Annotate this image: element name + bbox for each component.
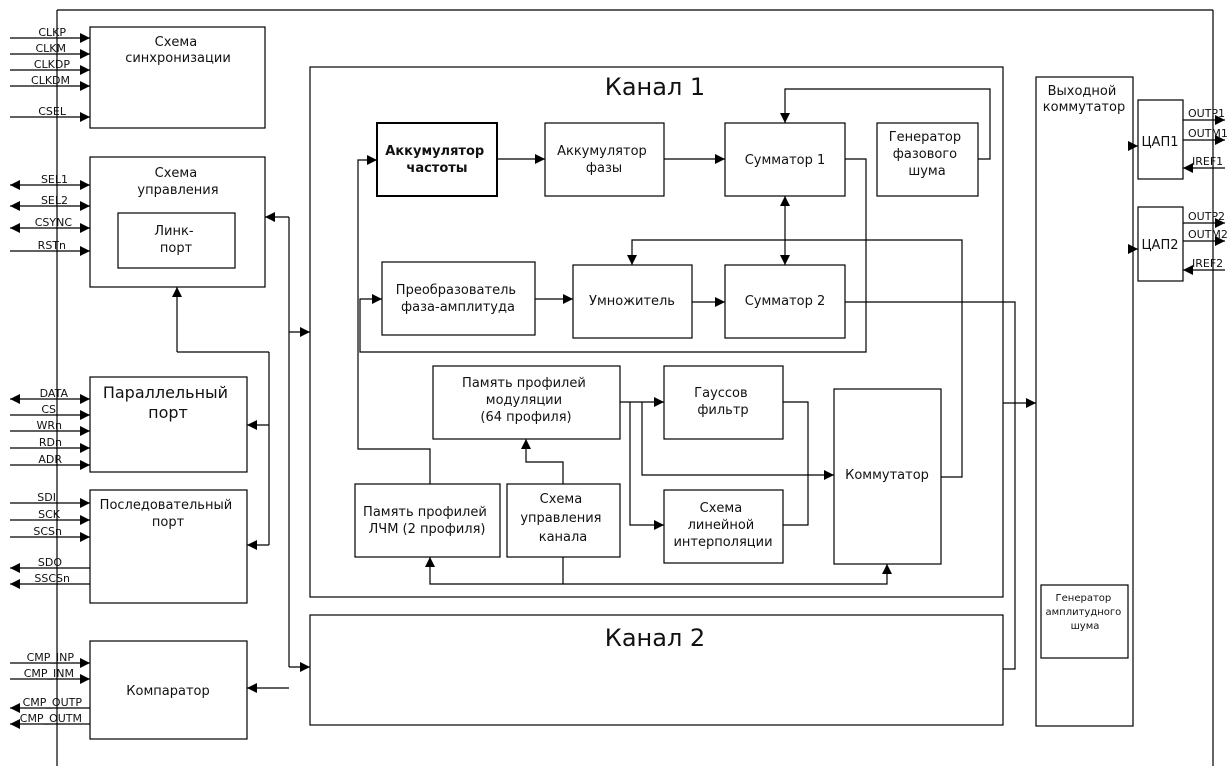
sync-pins: [10, 33, 90, 122]
channel-switch: [833, 388, 942, 565]
modulation-profile-memory-label: Память профилей модуляции (64 профиля): [462, 376, 590, 425]
adder2: [724, 264, 846, 339]
chip-boundary: [56, 9, 1214, 766]
pin-cmp-outm: CMP_OUTM: [20, 712, 82, 725]
serial-port-label: Последовательный порт: [100, 498, 237, 530]
sync-block: [89, 26, 266, 129]
pin-iref1: IREF1: [1192, 155, 1223, 168]
serial-port-block: [89, 489, 248, 604]
link-port-block: [117, 212, 236, 269]
dac2-label: ЦАП2: [1141, 238, 1178, 253]
pin-csel: CSEL: [38, 105, 67, 118]
sync-block-label: Схема синхронизации: [125, 35, 231, 66]
pin-clkp: CLKP: [38, 26, 66, 39]
pin-sscsn: SSCSn: [34, 572, 70, 585]
dac2: [1137, 206, 1184, 282]
pin-clkdp: CLKDP: [34, 58, 70, 71]
gaussian-filter-label: Гауссов фильтр: [694, 386, 752, 418]
output-switch-label: Выходной коммутатор: [1043, 84, 1125, 115]
multiplier-label: Умножитель: [589, 294, 675, 309]
comparator-pins: [10, 658, 90, 729]
dac1: [1137, 99, 1184, 180]
pin-csync: CSYNC: [35, 216, 73, 229]
multiplier: [572, 264, 693, 339]
pin-clkm: CLKM: [35, 42, 66, 55]
comparator-label: Компаратор: [126, 684, 209, 699]
freq-accumulator: [376, 122, 498, 197]
amplitude-noise-generator: [1040, 584, 1129, 659]
lfm-profile-memory: [354, 483, 501, 558]
phase-amplitude-converter: [381, 261, 536, 336]
channel-control: [506, 483, 621, 558]
adder2-label: Сумматор 2: [745, 294, 826, 309]
parallel-port-label: Параллельный порт: [103, 383, 233, 422]
pin-sck: SCK: [38, 508, 61, 521]
phase-accumulator-label: Аккумулятор фазы: [557, 144, 651, 176]
dac-pins: [1183, 115, 1225, 275]
pin-sdi: SDI: [37, 491, 56, 504]
parallel-port-block: [89, 376, 248, 473]
pin-outp2: OUTP2: [1188, 210, 1225, 223]
channel-switch-label: Коммутатор: [845, 468, 929, 483]
pin-outm1: OUTM1: [1188, 127, 1227, 140]
link-port-label: Линк- порт: [154, 224, 197, 256]
channel1-wires: [357, 88, 1016, 670]
lfm-profile-memory-label: Память профилей ЛЧМ (2 профиля): [363, 505, 491, 537]
pin-clkdm: CLKDM: [31, 74, 70, 87]
pin-cmp-outp: CMP_OUTP: [23, 696, 83, 709]
pin-adr: ADR: [38, 453, 62, 466]
pin-sel2: SEL2: [41, 194, 68, 207]
pin-cs: CS: [41, 403, 56, 416]
pin-cmp-inp: CMP_INP: [27, 651, 75, 664]
pin-cmp-inm: CMP_INM: [24, 667, 74, 680]
pin-data: DATA: [40, 387, 69, 400]
channel2-frame: [309, 614, 1004, 726]
amplitude-noise-generator-label: Генератор амплитудного шума: [1046, 593, 1125, 632]
freq-accumulator-label: Аккумулятор частоты: [385, 144, 488, 176]
pin-rstn: RSTn: [38, 239, 66, 252]
control-pins: [10, 180, 90, 256]
pin-iref2: IREF2: [1192, 257, 1223, 270]
phase-accumulator: [544, 122, 665, 197]
phase-amplitude-converter-label: Преобразователь фаза-амплитуда: [396, 283, 520, 315]
pin-scsn: SCSn: [33, 525, 62, 538]
pin-sdo: SDO: [38, 556, 62, 569]
linear-interpolation: [663, 489, 784, 564]
modulation-profile-memory: [432, 365, 621, 440]
internal-bus: [172, 212, 310, 693]
pin-wrn: WRn: [37, 419, 63, 432]
pin-outm2: OUTM2: [1188, 228, 1227, 241]
serial-pins: [10, 498, 90, 589]
phase-noise-generator-label: Генератор фазового шума: [889, 130, 966, 179]
dac1-label: ЦАП1: [1141, 135, 1178, 150]
channel-control-label: Схема управления канала: [520, 492, 605, 545]
adder1-label: Сумматор 1: [745, 153, 826, 168]
pin-sel1: SEL1: [41, 173, 68, 186]
channel2-title: Канал 2: [605, 624, 705, 652]
phase-noise-generator: [876, 122, 979, 197]
parallel-pins: [10, 394, 90, 470]
linear-interpolation-label: Схема линейной интерполяции: [673, 501, 772, 550]
control-block-label: Схема управления: [137, 166, 218, 198]
output-path: [1003, 141, 1138, 408]
pin-outp1: OUTP1: [1188, 107, 1225, 120]
channel1-title: Канал 1: [605, 73, 705, 101]
pin-rdn: RDn: [39, 436, 62, 449]
